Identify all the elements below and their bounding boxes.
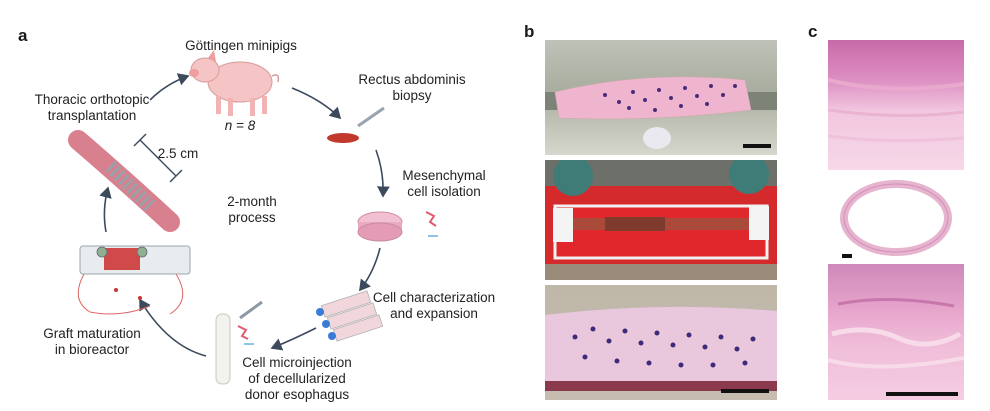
- biopsy-tissue: [327, 106, 385, 143]
- stented-graft: [68, 130, 183, 232]
- histology-cross-section: [828, 172, 964, 262]
- scale-bar-b3: [721, 389, 769, 393]
- panel-label-b: b: [524, 22, 535, 41]
- scale-bar-c1: [842, 254, 852, 258]
- scale-bar-b1: [743, 144, 771, 148]
- photo-bioreactor: [545, 160, 777, 280]
- pig-illustration: [189, 50, 280, 116]
- photo-injected-graft: [545, 285, 777, 400]
- photo-graft-on-mandrel: [545, 40, 777, 155]
- syringe-esophagus: [215, 300, 263, 385]
- histology-bottom-magnified: [828, 264, 964, 400]
- petri-dish: [357, 211, 438, 242]
- arrow-isolation-to-expansion: [359, 247, 381, 292]
- pig-count: n = 8: [224, 118, 256, 133]
- histology-top-magnified: [828, 40, 964, 170]
- workflow-diagram: [68, 50, 438, 385]
- panel-label-c: c: [808, 22, 818, 41]
- scale-bar-c2: [886, 392, 958, 396]
- pig-title: Göttingen minipigs: [185, 38, 297, 53]
- arrow-bioreactor-to-transplant: [99, 186, 112, 233]
- arrow-pig-to-biopsy: [291, 87, 342, 120]
- arrow-injection-to-bioreactor: [139, 298, 207, 357]
- arrow-expansion-to-injection: [270, 327, 317, 351]
- panel-label-a: a: [18, 26, 28, 45]
- culture-flasks: [316, 290, 384, 342]
- length-label: 2.5 cm: [157, 146, 199, 161]
- bioreactor-illustration: [77, 245, 191, 315]
- arrow-biopsy-to-isolation: [375, 149, 390, 198]
- arrow-transplant-to-pig: [149, 73, 190, 101]
